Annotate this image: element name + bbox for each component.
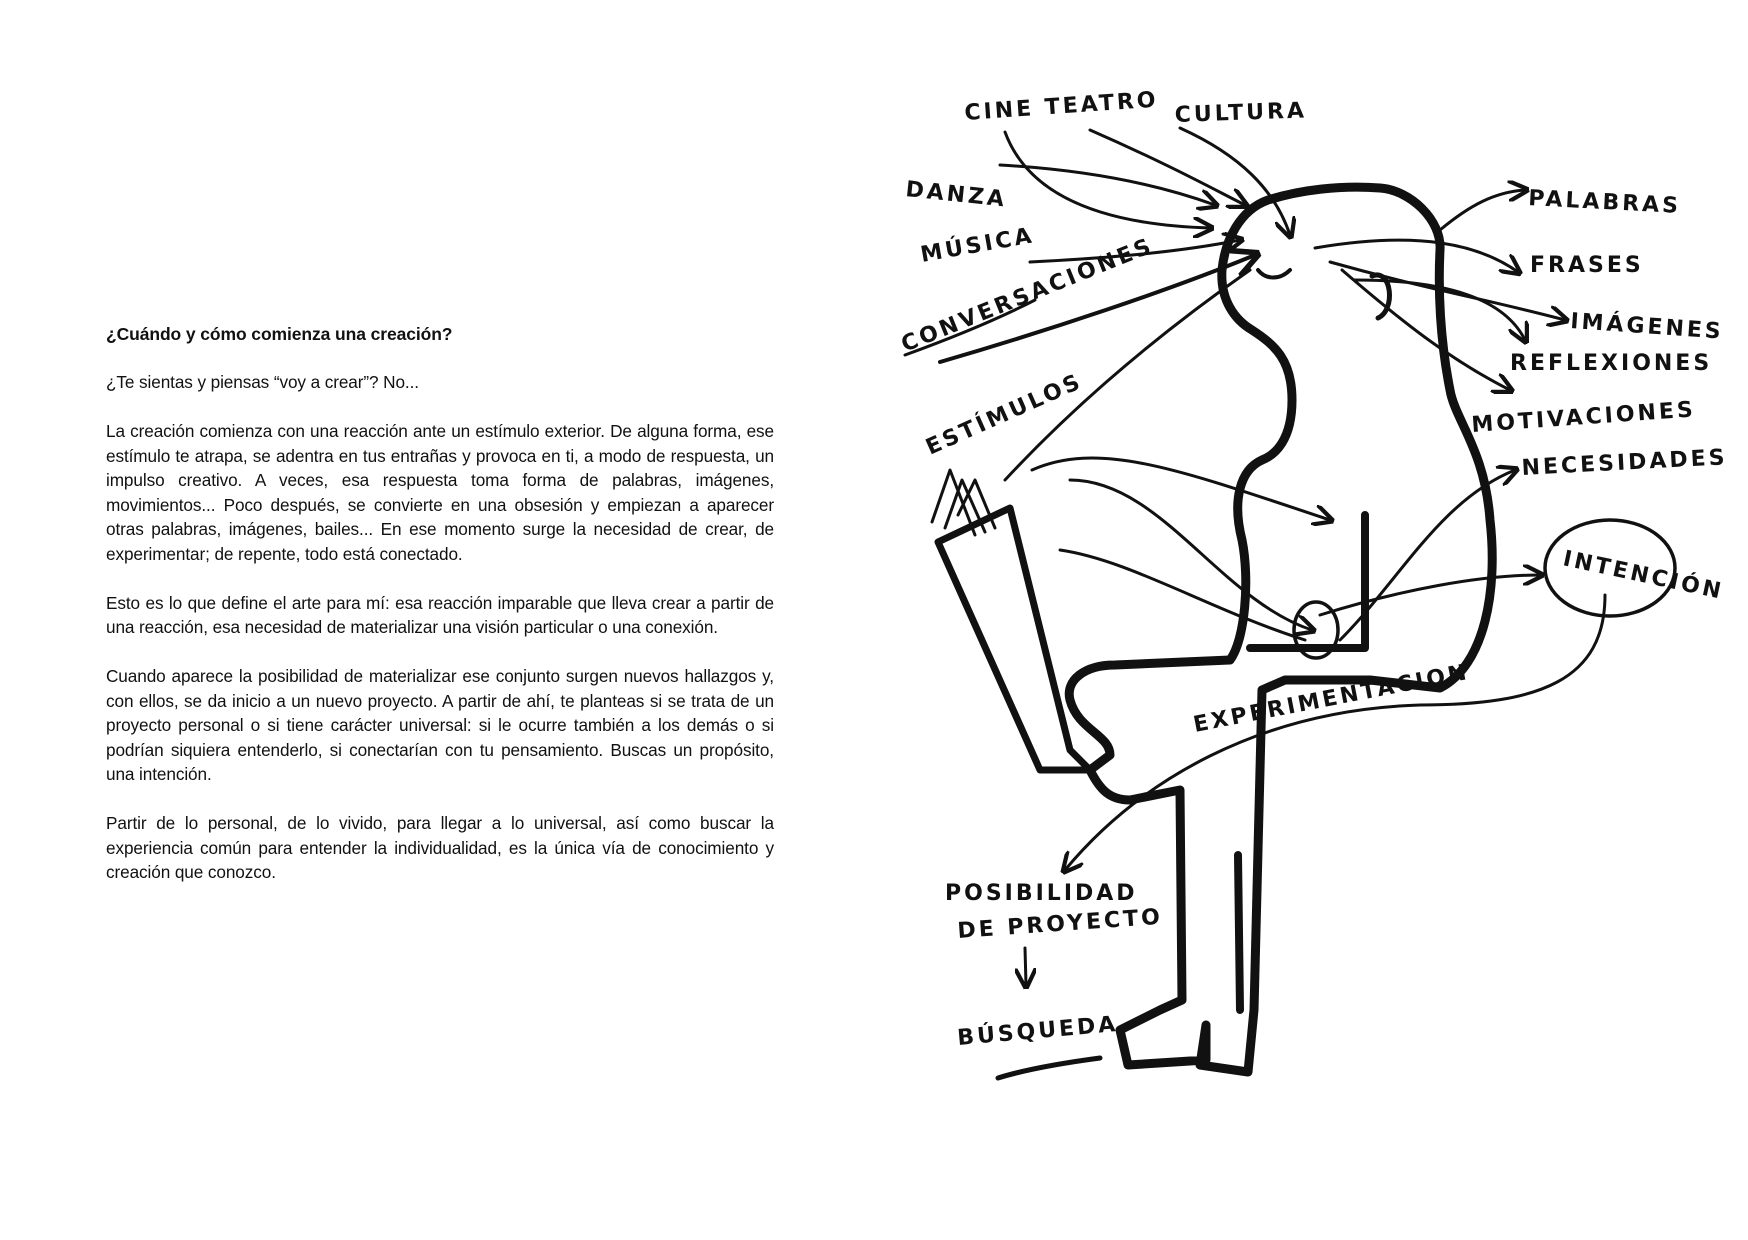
arrow-estimulos-stomach: [1068, 478, 1312, 630]
busqueda-underline: [995, 1055, 1103, 1081]
arrow-danza: [998, 163, 1215, 205]
label-cultura: CULTURA: [1174, 98, 1307, 128]
arrow-cultura: [1178, 126, 1290, 235]
figure-leg-line: [1234, 851, 1244, 1014]
label-experimentacion: EXPERIMENTACION: [1191, 660, 1471, 738]
article-paragraph-2: La creación comienza con una reacción an…: [106, 421, 774, 564]
arrow-lower-stomach: [1058, 548, 1307, 642]
label-palabras: PALABRAS: [1528, 186, 1682, 219]
article-paragraph-3: Esto es lo que define el arte para mí: e…: [106, 592, 774, 638]
arrow-necesidades: [1338, 470, 1515, 642]
book-pages: [930, 468, 997, 537]
label-intencion: INTENCIÓN: [1561, 545, 1726, 604]
label-frases: FRASES: [1530, 253, 1644, 278]
label-de-proyecto: DE PROYECTO: [957, 905, 1164, 944]
arrow-estimulos-body: [1030, 456, 1330, 520]
closed-eye: [1256, 268, 1292, 280]
figure-body-outline: [1064, 182, 1497, 1077]
label-cine-teatro: CINE TEATRO: [964, 87, 1160, 126]
label-busqueda: BÚSQUEDA: [956, 1011, 1119, 1051]
article-paragraph-5: Partir de lo personal, de lo vivido, par…: [106, 813, 774, 882]
article-heading: ¿Cuándo y cómo comienza una creación?: [106, 324, 453, 344]
intencion-circle: [1543, 518, 1677, 618]
arrow-frases: [1313, 238, 1518, 272]
arrow-palabras: [1438, 190, 1525, 232]
arrow-cine-teatro: [1003, 130, 1210, 228]
article-paragraph-1: ¿Te sientas y piensas “voy a crear”? No.…: [106, 372, 419, 392]
arrow-teatro: [1088, 128, 1245, 205]
arrow-reflexiones: [1353, 278, 1525, 340]
arrow-posibilidad-busqueda: [1025, 946, 1026, 985]
article: ¿Cuándo y cómo comienza una creación? ¿T…: [106, 322, 774, 909]
figure-arm-line: [1246, 511, 1369, 652]
arrow-estimulos-head: [1003, 268, 1252, 482]
label-danza: DANZA: [904, 177, 1008, 212]
arrow-conversaciones: [938, 255, 1255, 364]
arrow-intencion: [1318, 575, 1540, 617]
label-estimulos: ESTÍMULOS: [922, 368, 1087, 460]
label-musica: MÚSICA: [919, 222, 1037, 268]
book: [934, 504, 1094, 774]
label-reflexiones: REFLEXIONES: [1510, 351, 1712, 376]
arrow-motivaciones: [1340, 268, 1510, 390]
article-paragraph-4: Cuando aparece la posibilidad de materia…: [106, 666, 774, 784]
arrow-imagenes: [1328, 260, 1565, 320]
arrow-musica: [1028, 240, 1240, 264]
label-posibilidad: POSIBILIDAD: [945, 881, 1138, 906]
conversaciones-underline: [903, 298, 1037, 357]
label-motivaciones: MOTIVACIONES: [1471, 397, 1697, 438]
label-imagenes: IMÁGENES: [1570, 308, 1725, 345]
arrow-intencion-loop: [1065, 593, 1607, 870]
label-necesidades: NECESIDADES: [1521, 445, 1728, 481]
